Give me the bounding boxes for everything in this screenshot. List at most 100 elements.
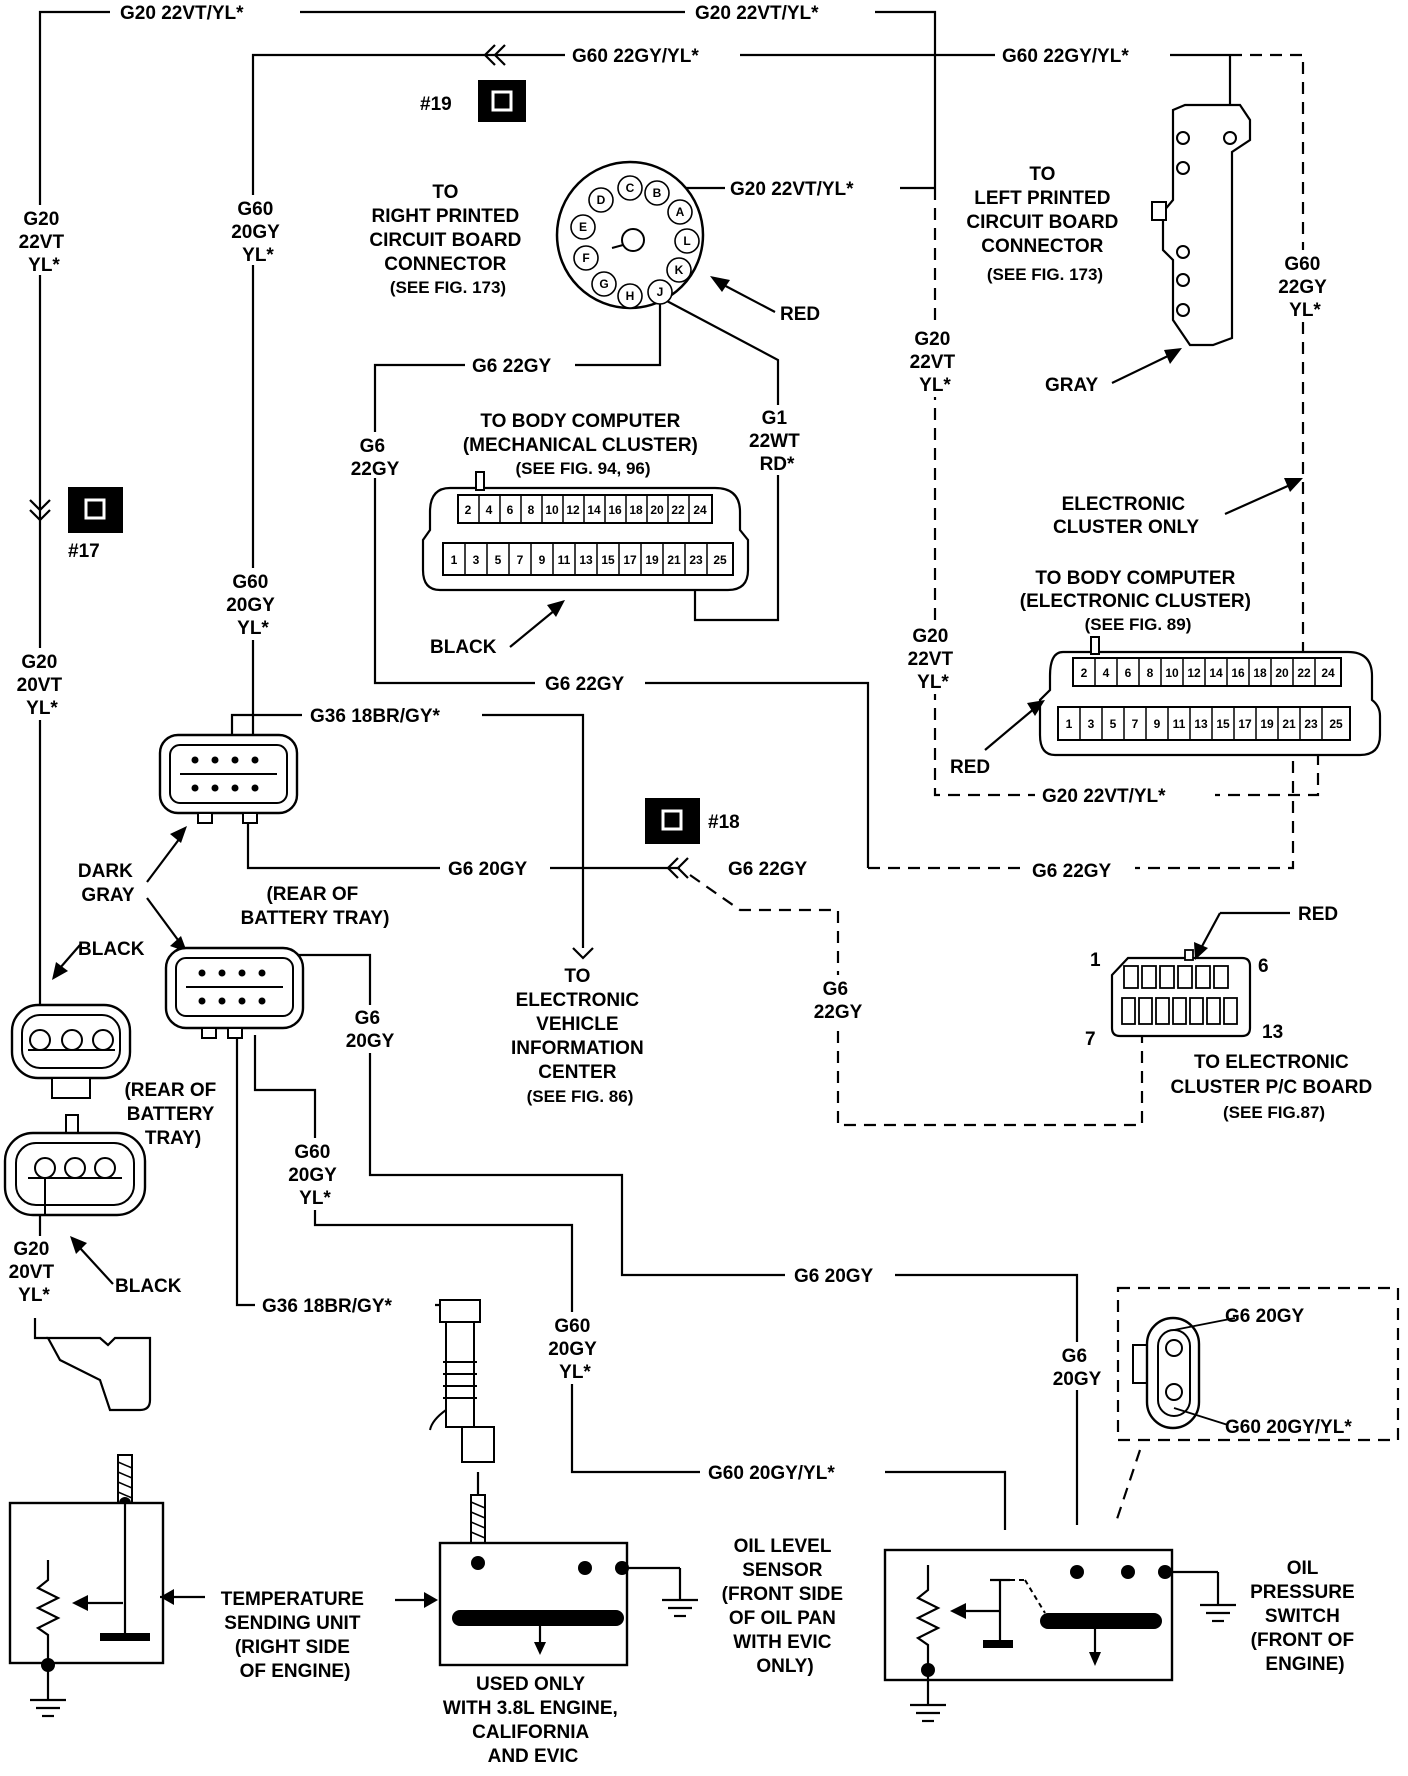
label-pin-1: 1	[1090, 950, 1101, 971]
connector-c18: #18	[645, 798, 740, 879]
svg-text:9: 9	[1154, 717, 1161, 731]
label-red-3: RED	[1298, 904, 1338, 925]
label-oil-level: OIL LEVEL SENSOR (FRONT SIDE OF OIL PAN …	[722, 1536, 849, 1677]
svg-text:8: 8	[528, 503, 535, 517]
svg-text:3: 3	[1088, 717, 1095, 731]
svg-text:15: 15	[1216, 717, 1230, 731]
wire-label-g6-20gy-low: G6 20GY	[794, 1266, 874, 1287]
connector-c17: #17	[29, 487, 123, 562]
label-body-elec: TO BODY COMPUTER (ELECTRONIC CLUSTER) (S…	[1020, 568, 1256, 634]
label-pin-7: 7	[1085, 1029, 1096, 1050]
svg-text:J: J	[657, 285, 664, 299]
wire-label-g6-22gy-dash: G6 22GY	[1032, 861, 1112, 882]
wire-label-g60-low2: G60 20GY YL*	[548, 1316, 602, 1383]
svg-text:14: 14	[1209, 666, 1223, 680]
svg-text:6: 6	[507, 503, 514, 517]
svg-text:25: 25	[1329, 717, 1343, 731]
svg-text:7: 7	[517, 553, 524, 567]
wire-label-g60-lower: G60 20GY YL*	[288, 1142, 342, 1209]
svg-text:A: A	[676, 205, 685, 219]
svg-text:D: D	[597, 193, 606, 207]
right-pcb-connector: C B D A E L F K G J H	[555, 160, 705, 310]
svg-text:18: 18	[629, 503, 643, 517]
svg-text:2: 2	[465, 503, 472, 517]
svg-text:10: 10	[545, 503, 559, 517]
label-ops-g60: G60 20GY/YL*	[1225, 1417, 1352, 1438]
label-dark-gray: DARK GRAY	[78, 861, 138, 906]
temperature-sending-unit	[8, 1454, 165, 1718]
ec-pc-board-connector	[1110, 949, 1252, 1038]
wire-label-g1: G1 22WT RD*	[749, 408, 805, 475]
svg-text:11: 11	[558, 553, 571, 567]
wire-label-g20-ign: G20 22VT/YL*	[730, 179, 854, 200]
svg-text:23: 23	[1304, 717, 1318, 731]
svg-text:1: 1	[451, 553, 458, 567]
label-black-2: BLACK	[78, 939, 145, 960]
connector-label-c19: #19	[420, 94, 452, 115]
battery-tray-connector-upper	[158, 733, 299, 824]
elec-bot-pins: 1 3 5 7 9 11 13 15 17 19 21 23 25	[1057, 706, 1351, 741]
svg-text:5: 5	[495, 553, 502, 567]
svg-text:25: 25	[713, 553, 727, 567]
svg-text:11: 11	[1173, 717, 1186, 731]
mech-bot-pins: 1 3 5 7 9 11 13 15 17 19 21 23 25	[442, 542, 734, 576]
connector-c19: #19	[420, 44, 526, 122]
wire-label-g20-left-vert: G20 22VT YL*	[19, 209, 70, 276]
left-connector-black-lower	[3, 1114, 147, 1217]
label-temp: TEMPERATURE SENDING UNIT (RIGHT SIDE OF …	[221, 1589, 370, 1682]
svg-text:B: B	[653, 186, 662, 200]
label-used-only: USED ONLY WITH 3.8L ENGINE, CALIFORNIA A…	[443, 1674, 623, 1767]
svg-text:13: 13	[1194, 717, 1208, 731]
wire-label-g6-22gy-c18: G6 22GY	[728, 859, 808, 880]
left-connector-black-upper	[10, 1003, 132, 1099]
wire-label-g36-low: G36 18BR/GY*	[262, 1296, 392, 1317]
body-computer-elec-connector: 2 4 6 8 10 12 14 16 18 20 22 24 1 3	[1038, 636, 1382, 757]
svg-text:17: 17	[1238, 717, 1252, 731]
label-rear-tray-1: (REAR OF BATTERY TRAY)	[241, 884, 390, 929]
elec-top-pins: 2 4 6 8 10 12 14 16 18 20 22 24	[1072, 657, 1342, 687]
svg-text:18: 18	[1253, 666, 1267, 680]
wire-label-g60-right-vert: G60 22GY YL*	[1278, 254, 1332, 321]
wire-label-g6-mid: G6 22GY	[545, 674, 625, 695]
svg-text:G: G	[599, 277, 608, 291]
svg-text:L: L	[683, 234, 690, 248]
label-black-3: BLACK	[115, 1276, 182, 1297]
wire-label-g60-mid-vert: G60 20GY YL*	[226, 572, 280, 639]
svg-text:19: 19	[1260, 717, 1274, 731]
svg-text:2: 2	[1081, 666, 1088, 680]
svg-text:6: 6	[1125, 666, 1132, 680]
svg-text:F: F	[582, 251, 589, 265]
svg-text:10: 10	[1165, 666, 1179, 680]
wire-label-g20-mid-vert2: G20 22VT YL*	[908, 626, 959, 693]
label-pin-13: 13	[1262, 1022, 1283, 1043]
svg-text:9: 9	[539, 553, 546, 567]
svg-text:K: K	[675, 263, 684, 277]
label-gray: GRAY	[1045, 375, 1098, 396]
svg-text:24: 24	[693, 503, 707, 517]
oil-level-sensor-38l	[429, 1299, 495, 1463]
label-elec-only: ELECTRONIC CLUSTER ONLY	[1053, 494, 1199, 538]
wire-label-g20-low: G20 20VT YL*	[9, 1239, 60, 1306]
wire-label-g20-left-mid: G20 20VT YL*	[17, 652, 68, 719]
svg-text:12: 12	[566, 503, 580, 517]
wire-label-g36-top: G36 18BR/GY*	[310, 706, 440, 727]
battery-tray-connector-lower	[164, 946, 305, 1039]
connector-label-c18: #18	[708, 812, 740, 833]
svg-text:5: 5	[1110, 717, 1117, 731]
wire-label-g60-top: G60 22GY/YL*	[572, 46, 699, 67]
svg-text:20: 20	[650, 503, 664, 517]
label-left-pcb: TO LEFT PRINTED CIRCUIT BOARD CONNECTOR …	[966, 164, 1123, 284]
svg-text:21: 21	[1282, 717, 1296, 731]
svg-text:4: 4	[1103, 666, 1110, 680]
label-rear-tray-2: (REAR OF BATTERY TRAY)	[124, 1080, 221, 1149]
svg-text:14: 14	[587, 503, 601, 517]
label-body-mech: TO BODY COMPUTER (MECHANICAL CLUSTER) (S…	[463, 411, 703, 478]
label-right-pcb: TO RIGHT PRINTED CIRCUIT BOARD CONNECTOR…	[369, 182, 526, 297]
wire-label-g6-ops: G6 20GY	[1053, 1346, 1102, 1390]
oil-level-sensor-switch	[438, 1494, 698, 1667]
label-black-1: BLACK	[430, 637, 497, 658]
label-red-2: RED	[950, 757, 990, 778]
label-evic: TO ELECTRONIC VEHICLE INFORMATION CENTER…	[511, 966, 649, 1106]
svg-text:20: 20	[1275, 666, 1289, 680]
